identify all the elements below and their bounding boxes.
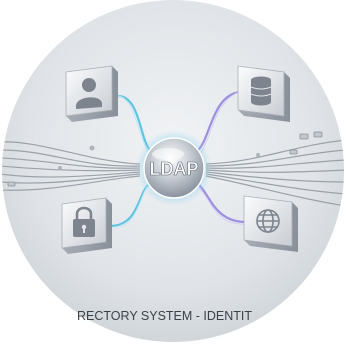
wire-node: [58, 166, 62, 170]
globe-icon: [256, 209, 280, 233]
left-wire-bundle: [2, 141, 141, 191]
wire-node: [256, 153, 260, 157]
wire-node: [89, 145, 95, 151]
user-icon: [76, 78, 102, 109]
database-tile: [237, 65, 290, 122]
lock-tile: [61, 197, 112, 254]
caption-text: RECTORY SYSTEM - IDENTIT: [77, 309, 252, 323]
hub-label: LDAP: [150, 159, 199, 179]
hub-highlight: [152, 148, 184, 160]
right-wire-bundle: [205, 139, 344, 207]
user-tile: [65, 65, 118, 122]
globe-tile: [243, 195, 298, 252]
lock-icon: [73, 206, 95, 237]
connector-plugs: [7, 131, 323, 187]
database-icon: [250, 76, 272, 106]
